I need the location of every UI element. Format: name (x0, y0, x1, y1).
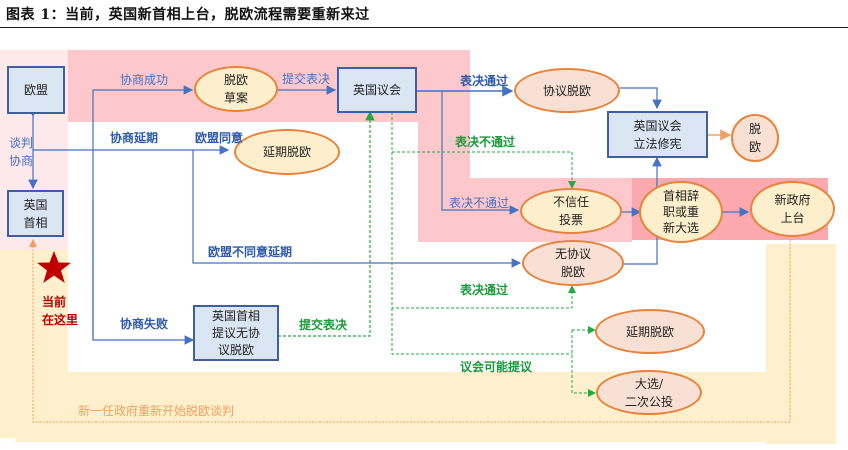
region-pink-vertical (418, 122, 470, 242)
node-brexit: 脱欧 (731, 114, 779, 162)
edge-green-propose (391, 308, 572, 355)
label-negotiation: 谈判协商 (9, 136, 34, 168)
node-pm-propose-no-deal: 英国首相提议无协议脱欧 (193, 305, 279, 361)
edge-deal-legislate (620, 87, 662, 110)
label-submit-vote-1: 提交表决 (282, 72, 331, 86)
edge-negotiation-success (92, 85, 194, 340)
node-no-deal-brexit: 无协议脱欧 (522, 240, 624, 286)
edge-green-split (571, 330, 596, 397)
edge-new-gov-loop (29, 239, 791, 423)
edge-propose-submit (278, 110, 375, 337)
node-delay-brexit-2: 延期脱欧 (595, 309, 705, 354)
node-delay-brexit-1: 延期脱欧 (234, 129, 340, 175)
node-brexit-draft: 脱欧草案 (194, 66, 278, 112)
edge-green-pass (391, 152, 576, 309)
label-eu-agrees: 欧盟同意 (195, 131, 244, 145)
edge-parliament-noconf (441, 91, 520, 215)
star-icon (37, 251, 71, 283)
node-new-gov: 新政府上台 (750, 181, 835, 237)
label-negotiation-delay: 协商延期 (110, 131, 159, 145)
node-uk-pm: 英国首相 (7, 190, 64, 237)
node-parliament-legislate: 英国议会立法修宪 (607, 111, 708, 158)
current-position-label: 当前在这里 (42, 295, 79, 327)
label-vote-fail-green: 表决不通过 (455, 135, 516, 149)
node-uk-parliament: 英国议会 (337, 67, 417, 113)
label-submit-vote-2: 提交表决 (299, 318, 348, 332)
node-eu: 欧盟 (7, 66, 65, 114)
node-no-confidence: 不信任投票 (520, 188, 622, 234)
label-parliament-may-propose: 议会可能提议 (460, 360, 533, 374)
label-vote-pass-2: 表决通过 (460, 283, 509, 297)
title-rule (0, 27, 848, 28)
node-deal-brexit: 协议脱欧 (514, 68, 620, 113)
edge-green-fail (391, 112, 576, 189)
label-new-gov-restart: 新一任政府重新开始脱欧谈判 (78, 404, 235, 418)
edge-negotiation-fail (92, 200, 195, 345)
node-pm-resign: 首相辞职或重新大选 (639, 181, 723, 243)
label-negotiation-success: 协商成功 (120, 73, 169, 87)
label-eu-disagrees-delay: 欧盟不同意延期 (208, 245, 293, 259)
edge-eu-disagrees (192, 150, 522, 268)
region-cream-right (766, 244, 836, 444)
node-election-referendum: 大选/二次公投 (596, 370, 702, 415)
figure-title: 图表 1：当前，英国新首相上台，脱欧流程需要重新来过 (6, 7, 370, 23)
label-negotiation-fail: 协商失败 (120, 317, 169, 331)
label-vote-pass-1: 表决通过 (460, 74, 509, 88)
label-vote-fail-blue: 表决不通过 (449, 196, 510, 210)
